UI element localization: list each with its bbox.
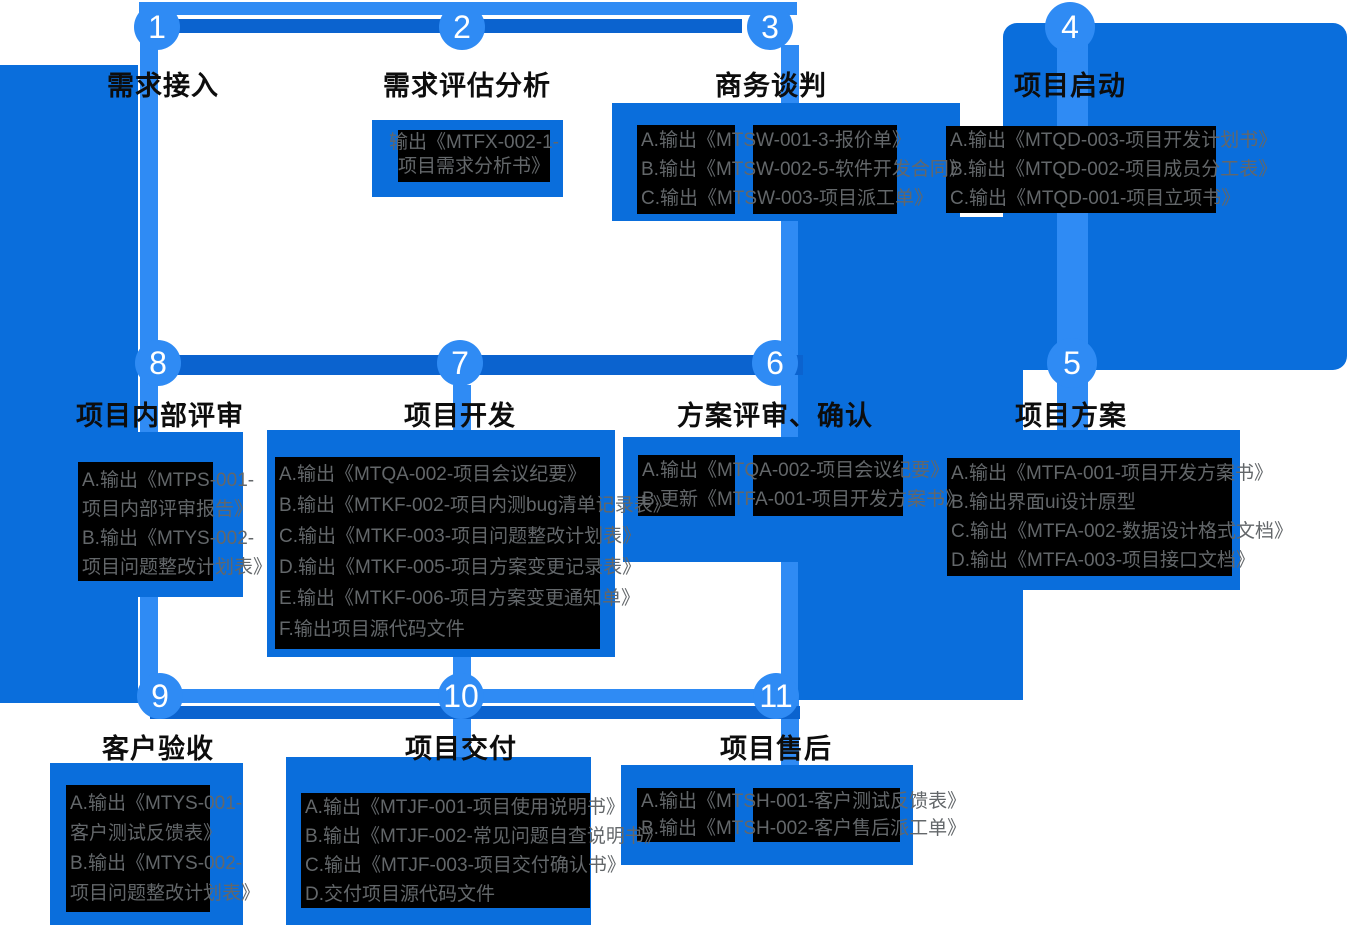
step-title-2: 需求评估分析	[383, 71, 551, 101]
output-line: C.输出《MTQD-001-项目立项书》	[950, 188, 1241, 209]
step-outputs-10: A.输出《MTJF-001-项目使用说明书》 B.输出《MTJF-002-常见问…	[301, 793, 663, 908]
step-outputs-5: A.输出《MTFA-001-项目开发方案书》 B.输出界面ui设计原型 C.输出…	[947, 458, 1294, 576]
step-circle-10: 10	[438, 673, 484, 719]
highlight-gap	[735, 125, 753, 214]
output-line: A.输出《MTQA-002-项目会议纪要》	[642, 460, 950, 481]
step-outputs-3: A.输出《MTSW-001-3-报价单》 B.输出《MTSW-002-5-软件开…	[637, 125, 968, 214]
step-outputs-6: A.输出《MTQA-002-项目会议纪要》 B.更新《MTFA-001-项目开发…	[638, 455, 964, 516]
output-line: D.输出《MTKF-005-项目方案变更记录表》	[279, 557, 642, 578]
output-line: 项目需求分析书》	[398, 156, 551, 177]
step-number-3: 3	[761, 9, 779, 45]
output-line: 项目内部评审报告》	[82, 499, 254, 520]
step-number-8: 8	[149, 345, 167, 381]
output-line: C.输出《MTJF-003-项目交付确认书》	[305, 855, 626, 876]
step-circle-5: 5	[1047, 338, 1097, 388]
step-circle-7: 7	[437, 340, 483, 386]
step-number-7: 7	[451, 345, 469, 381]
output-line: 项目问题整改计划表》	[70, 883, 261, 904]
output-line: C.输出《MTKF-003-项目问题整改计划表》	[279, 526, 642, 547]
step-number-11: 11	[759, 678, 793, 714]
output-line: C.输出《MTSW-003-项目派工单》	[641, 188, 934, 209]
step-circle-2: 2	[439, 4, 485, 50]
output-line: A.输出《MTQA-002-项目会议纪要》	[279, 464, 587, 485]
step-title-8: 项目内部评审	[76, 401, 244, 431]
step-circle-9: 9	[137, 673, 183, 719]
step-number-1: 1	[148, 9, 166, 45]
output-line: B.输出《MTYS-002-	[82, 528, 255, 549]
output-line: B.输出界面ui设计原型	[951, 492, 1136, 513]
step-number-5: 5	[1063, 345, 1081, 381]
card-left-column	[0, 65, 138, 703]
output-line: A.输出《MTFA-001-项目开发方案书》	[951, 463, 1273, 484]
step-number-2: 2	[453, 9, 471, 45]
step-circle-1: 1	[134, 4, 180, 50]
step-title-5: 项目方案	[1015, 401, 1127, 431]
output-line: B.输出《MTQD-002-项目成员分工表》	[950, 159, 1278, 180]
step-number-6: 6	[766, 345, 784, 381]
output-line: 客户测试反馈表》	[70, 823, 223, 844]
step-circle-11: 11	[753, 673, 799, 719]
output-line: B.输出《MTJF-002-常见问题自查说明书》	[305, 826, 663, 847]
highlight-gap	[735, 788, 753, 842]
connector-strip-col3	[781, 45, 799, 765]
output-line: 项目问题整改计划表》	[82, 557, 273, 578]
output-line: B.输出《MTSW-002-5-软件开发合同》	[641, 159, 968, 180]
output-line: B.输出《MTSH-002-客户售后派工单》	[641, 818, 967, 839]
output-line: A.输出《MTSH-001-客户测试反馈表》	[641, 791, 967, 812]
step-circle-3: 3	[747, 4, 793, 50]
output-line: B.输出《MTKF-002-项目内测bug清单记录表》	[279, 495, 672, 516]
output-line: B.更新《MTFA-001-项目开发方案书》	[642, 489, 964, 510]
output-line: A.输出《MTPS-001-	[82, 470, 255, 491]
step-outputs-4: A.输出《MTQD-003-项目开发计划书》 B.输出《MTQD-002-项目成…	[946, 126, 1278, 213]
output-line: C.输出《MTFA-002-数据设计格式文档》	[951, 521, 1294, 542]
highlight-gap	[735, 455, 753, 516]
step-title-1: 需求接入	[107, 71, 219, 101]
step-outputs-7: A.输出《MTQA-002-项目会议纪要》 B.输出《MTKF-002-项目内测…	[275, 457, 672, 649]
step-title-10: 项目交付	[405, 734, 517, 764]
step-number-10: 10	[443, 678, 479, 714]
step-title-4: 项目启动	[1014, 71, 1126, 101]
output-line: A.输出《MTSW-001-3-报价单》	[641, 130, 911, 151]
step-number-4: 4	[1061, 9, 1079, 45]
step-title-6: 方案评审、确认	[677, 401, 873, 431]
output-line: F.输出项目源代码文件	[279, 619, 465, 640]
step-circle-8: 8	[135, 340, 181, 386]
step-outputs-9: A.输出《MTYS-001- 客户测试反馈表》 B.输出《MTYS-002- 项…	[66, 785, 261, 912]
output-line: A.输出《MTJF-001-项目使用说明书》	[305, 797, 625, 818]
step-title-3: 商务谈判	[715, 71, 827, 101]
step-number-9: 9	[151, 678, 169, 714]
output-line: B.输出《MTYS-002-	[70, 853, 243, 874]
output-line: E.输出《MTKF-006-项目方案变更通知单》	[279, 588, 641, 609]
output-line: D.交付项目源代码文件	[305, 884, 496, 905]
step-title-11: 项目售后	[720, 734, 832, 764]
step-outputs-8: A.输出《MTPS-001- 项目内部评审报告》 B.输出《MTYS-002- …	[78, 462, 273, 581]
step-title-7: 项目开发	[404, 401, 516, 431]
step-outputs-2: 输出《MTFX-002-1- 项目需求分析书》	[389, 130, 559, 182]
step-outputs-11: A.输出《MTSH-001-客户测试反馈表》 B.输出《MTSH-002-客户售…	[637, 788, 967, 842]
step-circle-4: 4	[1045, 2, 1095, 52]
output-line: A.输出《MTYS-001-	[70, 793, 243, 814]
output-line: 输出《MTFX-002-1-	[389, 132, 559, 153]
step-circle-6: 6	[752, 340, 798, 386]
output-line: A.输出《MTQD-003-项目开发计划书》	[950, 130, 1278, 151]
step-title-9: 客户验收	[102, 734, 214, 764]
output-line: D.输出《MTFA-003-项目接口文档》	[951, 550, 1256, 571]
